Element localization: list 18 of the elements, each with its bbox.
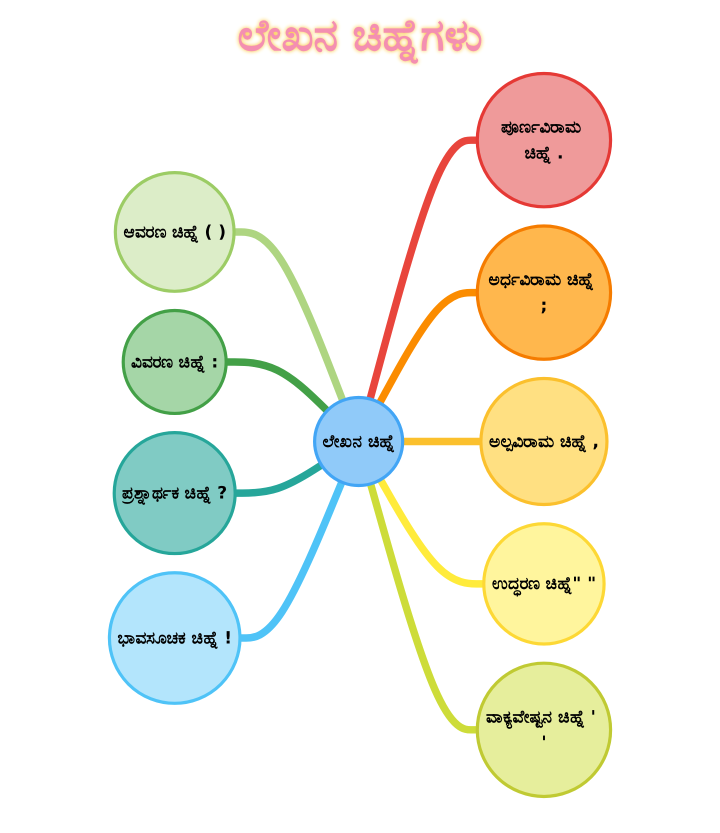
node-circle: ಅಲ್ಪವಿರಾಮ ಚಿಹ್ನೆ , bbox=[479, 376, 609, 506]
node-circle: ಆವರಣ ಚಿಹ್ನೆ ( ) bbox=[114, 171, 236, 293]
node-circle: ಭಾವಸೂಚಕ ಚಿಹ್ನೆ ! bbox=[108, 571, 242, 705]
node-circle: ಉದ್ಧರಣ ಚಿಹ್ನೆ" " bbox=[482, 522, 606, 646]
connector bbox=[240, 480, 346, 642]
node-circle: ಅರ್ಧವಿರಾಮ ಚಿಹ್ನೆ ; bbox=[476, 224, 612, 361]
connector bbox=[226, 358, 330, 414]
connector bbox=[367, 482, 478, 734]
node-circle: ವಾಕ್ಯವೇಷ್ಟನ ಚಿಹ್ನೆ ' ' bbox=[476, 662, 612, 798]
connector bbox=[376, 288, 478, 405]
node-circle: ಪೂರ್ಣವಿರಾಮ ಚಿಹ್ನೆ . bbox=[476, 72, 612, 208]
connector bbox=[402, 438, 481, 446]
connector bbox=[377, 478, 484, 588]
node-circle: ವಿವರಣ ಚಿಹ್ನೆ : bbox=[122, 308, 228, 416]
connector bbox=[235, 462, 324, 497]
connector bbox=[234, 228, 346, 402]
node-circle: ಲೇಖನ ಚಿಹ್ನೆ bbox=[313, 396, 404, 488]
connector bbox=[366, 136, 478, 400]
